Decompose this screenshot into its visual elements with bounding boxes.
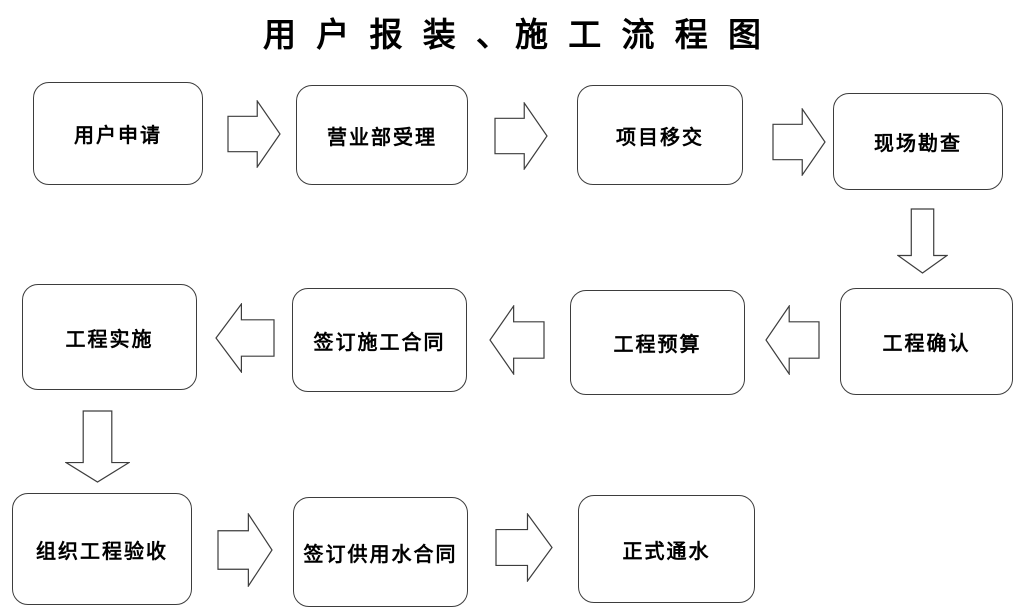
flow-arrow-left-icon [215,303,275,373]
flow-arrow-left-icon [489,305,545,375]
flow-node-label: 营业部受理 [327,126,437,149]
flow-arrow-down-icon [65,410,130,483]
flow-arrow-right-icon [772,108,826,176]
flow-node-project-transfer: 项目移交 [577,85,743,185]
flow-arrow-right-icon [494,102,548,170]
flow-arrow-right-icon [227,100,281,168]
flow-node-business-dept-acceptance: 营业部受理 [296,85,468,185]
flow-arrow-left-icon [765,305,820,375]
flow-node-label: 签订供用水合同 [303,543,458,566]
flow-node-site-survey: 现场勘查 [833,93,1003,190]
flow-arrow-down-icon [897,208,948,274]
flow-node-label: 工程确认 [882,333,971,355]
flow-node-label: 组织工程验收 [36,540,168,563]
flow-node-label: 签订施工合同 [313,331,446,354]
flow-node-project-implementation: 工程实施 [22,284,197,390]
flow-arrow-right-icon [217,513,273,587]
flow-node-label: 现场勘查 [874,133,962,155]
flow-node-sign-construction-contract: 签订施工合同 [292,288,467,392]
flow-node-project-confirmation: 工程确认 [840,288,1013,395]
flow-node-project-budget: 工程预算 [570,290,745,395]
flow-node-label: 用户申请 [74,125,162,147]
page-title: 用 户 报 装 、施 工 流 程 图 [263,18,767,54]
flow-node-label: 项目移交 [616,126,704,149]
flow-node-label: 工程实施 [65,328,154,351]
flow-node-organize-acceptance: 组织工程验收 [12,493,192,605]
flow-node-user-application: 用户申请 [33,82,203,185]
flow-node-sign-water-supply-contract: 签订供用水合同 [293,497,468,607]
flow-arrow-right-icon [495,513,553,582]
flow-node-label: 正式通水 [622,540,711,563]
flow-node-official-water-supply: 正式通水 [578,495,755,603]
flow-node-label: 工程预算 [613,334,702,356]
